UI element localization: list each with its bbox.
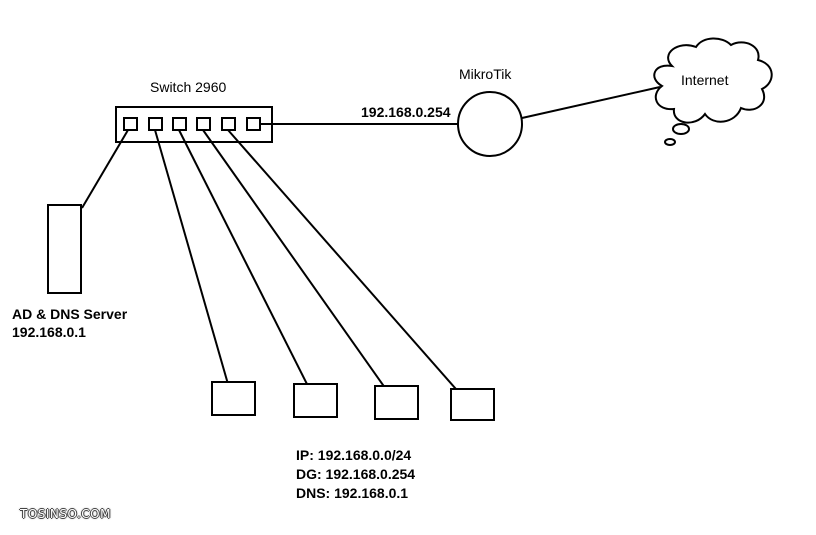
router-ip-label: 192.168.0.254 <box>361 104 451 120</box>
router-label: MikroTik <box>459 66 512 82</box>
client-node-4 <box>450 388 495 421</box>
server-node <box>47 204 82 294</box>
cloud-bubble-large <box>672 123 690 135</box>
switch-body <box>115 106 273 143</box>
watermark: TOSINSO.COM <box>20 507 111 521</box>
link-client-1 <box>154 129 233 399</box>
client-node-1 <box>211 381 256 416</box>
switch-label: Switch 2960 <box>150 79 227 95</box>
switch-port-1 <box>123 117 138 131</box>
link-client-3 <box>202 129 396 403</box>
client-node-3 <box>374 385 419 420</box>
client-gateway-label: DG: 192.168.0.254 <box>296 466 416 482</box>
link-router-internet <box>521 86 661 119</box>
server-name-label: AD & DNS Server <box>12 306 128 322</box>
internet-cloud-icon <box>653 37 773 124</box>
link-client-2 <box>178 129 316 401</box>
server-ip-label: 192.168.0.1 <box>12 324 86 340</box>
client-node-2 <box>293 383 338 418</box>
internet-label: Internet <box>681 72 729 88</box>
link-switch-server <box>81 129 129 209</box>
cloud-bubble-small <box>664 138 676 146</box>
client-ip-label: IP: 192.168.0.0/24 <box>296 447 412 463</box>
link-client-4 <box>227 129 471 406</box>
client-dns-label: DNS: 192.168.0.1 <box>296 485 409 501</box>
router-node <box>457 91 523 157</box>
